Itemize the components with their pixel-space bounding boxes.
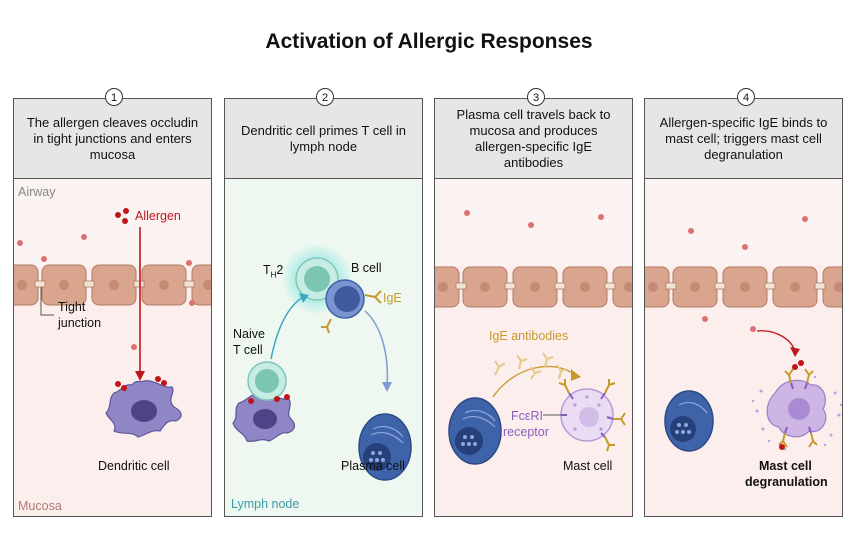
mast-cell-icon: [560, 388, 614, 442]
priming-arrow: [270, 296, 304, 360]
panel-1-body: Airway Allergen Tight junction Dendritic…: [14, 179, 211, 516]
panel-3-body: IgE antibodies FcεRI receptor Mast cell: [435, 179, 632, 516]
epithelium-layer: [645, 266, 842, 308]
b-cell-icon: [325, 279, 365, 319]
step-number-1: 1: [105, 88, 123, 106]
b-cell-label: B cell: [351, 261, 382, 275]
dendritic-cell-label: Dendritic cell: [98, 459, 170, 473]
panel-3-illustration: [435, 179, 632, 465]
ige-antibodies-label: IgE antibodies: [489, 329, 569, 343]
panel-1-illustration: [14, 179, 211, 438]
dendritic-cell-icon: [105, 380, 182, 438]
plasma-cell-icon: [664, 390, 714, 452]
bound-ige: [778, 368, 818, 448]
tight-junction-label-2: junction: [58, 316, 102, 330]
degranulation-label-1: Mast cell: [759, 459, 812, 473]
allergen-particles: [17, 234, 195, 350]
tight-junction-label-1: Tight: [58, 300, 86, 314]
panel-4-illustration: [645, 179, 842, 452]
tight-junction-pointer: [40, 287, 54, 316]
secretion-arrow: [492, 365, 576, 398]
fceri-receptors: [561, 392, 614, 438]
dendritic-cell-icon: [232, 394, 296, 443]
panel-4-body: Mast cell degranulation: [645, 179, 842, 516]
panel-4-heading: Allergen-specific IgE binds to mast cell…: [645, 99, 842, 179]
naive-t-cell-label-2: T cell: [233, 343, 263, 357]
plasma-cell-icon: [358, 413, 412, 481]
th2-cell-icon: [295, 257, 339, 301]
panel-4: Allergen-specific IgE binds to mast cell…: [644, 98, 843, 517]
allergen-binding-arrow: [756, 330, 796, 352]
epithelium-layer: [14, 264, 211, 306]
step-number-4: 4: [737, 88, 755, 106]
allergen-icon: [115, 208, 129, 224]
panel-1: The allergen cleaves occludin in tight j…: [13, 98, 212, 517]
degranulation-label-2: degranulation: [745, 475, 828, 489]
panel-2-illustration: [232, 243, 412, 481]
epithelium-layer: [435, 266, 632, 308]
lymph-node-label: Lymph node: [231, 497, 300, 511]
th2-label: TH2: [263, 263, 284, 280]
differentiation-arrow: [364, 310, 389, 386]
fceri-label-2: receptor: [503, 425, 549, 439]
bound-ige: [558, 379, 626, 452]
mucosa-label: Mucosa: [18, 499, 62, 513]
panel-3-heading: Plasma cell travels back to mucosa and p…: [435, 99, 632, 179]
panel-2: Dendritic cell primes T cell in lymph no…: [224, 98, 423, 517]
mast-cell-label: Mast cell: [563, 459, 613, 473]
ige-on-b-cell: [321, 290, 382, 334]
arrowhead-icon: [135, 371, 145, 381]
degranulating-mast-cell-icon: [751, 375, 842, 451]
panel-2-heading: Dendritic cell primes T cell in lymph no…: [225, 99, 422, 179]
plasma-cell-label: Plasma cell: [341, 459, 405, 473]
panel-3: Plasma cell travels back to mucosa and p…: [434, 98, 633, 517]
panel-2-body: TH2 B cell IgE Naive T cell Plasma cell …: [225, 179, 422, 516]
figure-title: Activation of Allergic Responses: [265, 30, 593, 53]
ige-label: IgE: [383, 291, 402, 305]
step-number-3: 3: [527, 88, 545, 106]
free-ige-antibodies: [494, 352, 568, 380]
plasma-cell-icon: [448, 397, 502, 465]
fceri-receptors: [784, 382, 812, 434]
fceri-label-1: FcεRI: [511, 409, 543, 423]
panel-1-heading: The allergen cleaves occludin in tight j…: [14, 99, 211, 179]
airway-label: Airway: [18, 185, 56, 199]
naive-t-cell-icon: [247, 361, 287, 401]
step-number-2: 2: [316, 88, 334, 106]
naive-t-cell-label-1: Naive: [233, 327, 265, 341]
allergen-label: Allergen: [135, 209, 181, 223]
